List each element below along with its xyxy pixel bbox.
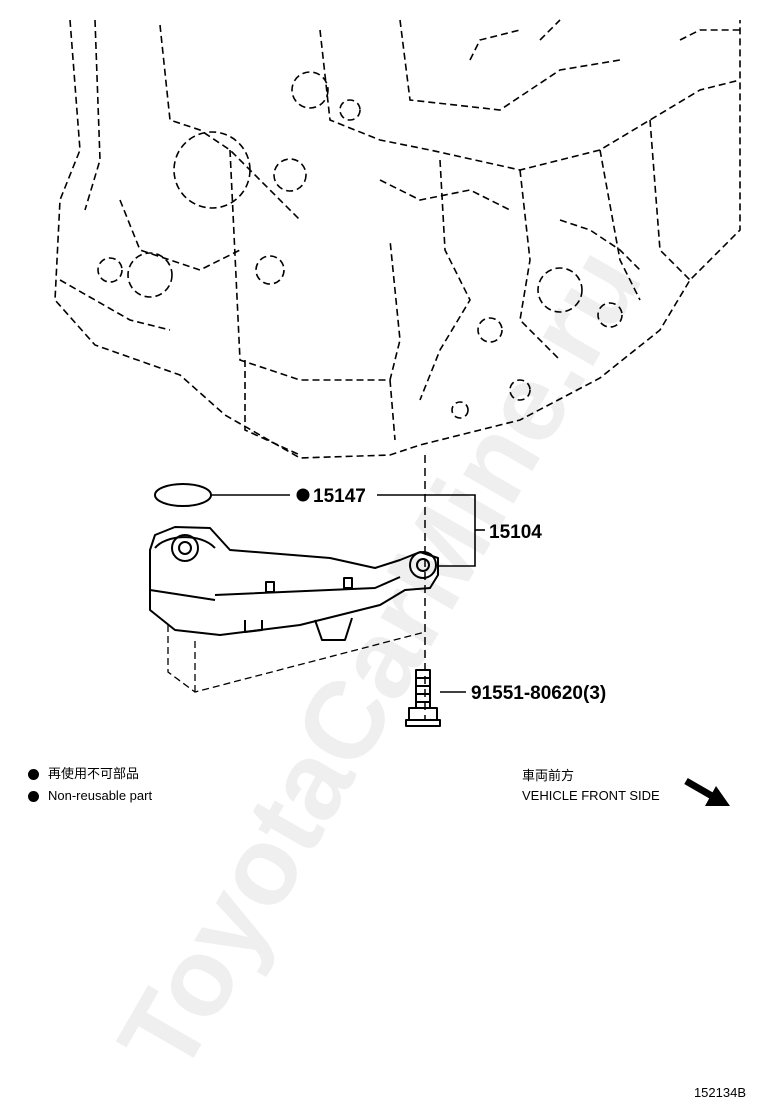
direction-arrow-icon bbox=[684, 777, 730, 806]
part-label-15104: 15104 bbox=[489, 522, 542, 543]
non-reusable-dot-icon bbox=[28, 790, 39, 802]
vehicle-front-label: 車両前方 VEHICLE FRONT SIDE bbox=[522, 766, 660, 806]
part-label-15147: 15147 bbox=[313, 486, 366, 507]
oring-part bbox=[154, 483, 212, 507]
oil-strainer-part bbox=[149, 526, 439, 641]
legend-label-jp: 再使用不可部品 bbox=[48, 766, 140, 781]
engine-block bbox=[54, 19, 741, 459]
bolt-part bbox=[405, 669, 441, 727]
strainer-projection bbox=[167, 625, 426, 693]
vehicle-front-label-en: VEHICLE FRONT SIDE bbox=[522, 788, 660, 803]
non-reusable-dot-icon bbox=[28, 768, 39, 780]
vehicle-front-label-jp: 車両前方 bbox=[522, 768, 575, 783]
legend: 再使用不可部品 Non-reusable part bbox=[28, 763, 152, 807]
legend-label-en: Non-reusable part bbox=[48, 788, 153, 803]
part-label-bolt: 91551-80620(3) bbox=[471, 683, 606, 704]
non-reusable-marker-icon bbox=[296, 488, 310, 502]
legend-item: Non-reusable part bbox=[28, 785, 152, 807]
legend-item: 再使用不可部品 bbox=[28, 763, 152, 785]
figure-id: 152134B bbox=[693, 1085, 746, 1100]
leader-lines bbox=[211, 494, 485, 693]
